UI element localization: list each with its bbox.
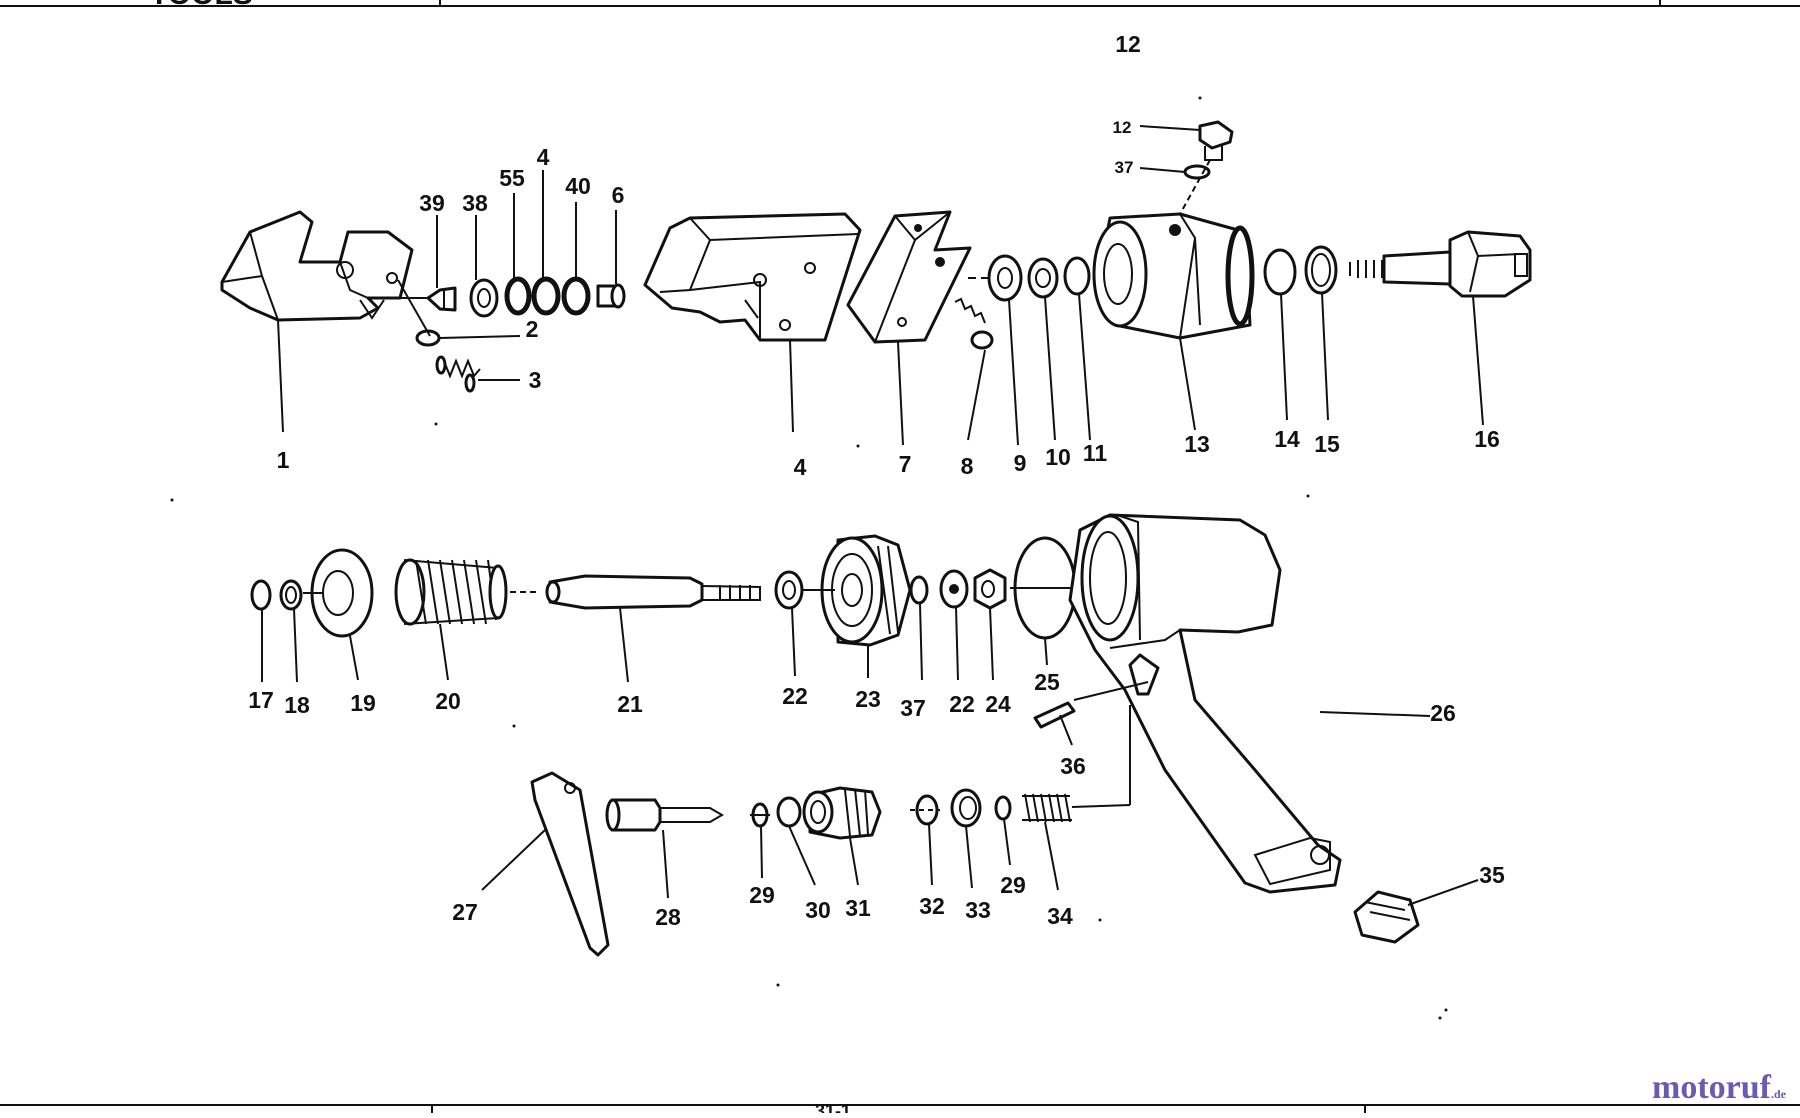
label-33: 33: [965, 897, 991, 923]
part-24-nut: [973, 568, 1007, 610]
label-25: 25: [1034, 669, 1060, 695]
part-6-plug: [596, 283, 626, 309]
part-17-oring: [250, 579, 272, 611]
scan-noise: [170, 96, 1448, 1020]
label-9: 9: [1014, 450, 1027, 476]
part-31-valve-seat: [802, 786, 882, 840]
label-39: 39: [419, 190, 445, 216]
label-37-top: 37: [1115, 158, 1134, 177]
label-24: 24: [985, 691, 1011, 717]
part-30-oring: [776, 796, 802, 828]
label-5: 4: [537, 144, 550, 170]
part-37-oring-mid: [909, 575, 929, 605]
part-23-piston: [820, 534, 912, 647]
part-21-piston-rod: [545, 574, 761, 610]
label-12-detail: 12: [1113, 118, 1132, 137]
watermark-logo: motoruf.de: [1652, 1069, 1786, 1107]
label-8: 8: [961, 453, 974, 479]
label-10: 10: [1045, 444, 1071, 470]
part-13-head: [1092, 212, 1255, 340]
part-11-oring: [1063, 256, 1091, 296]
label-11: 11: [1083, 440, 1108, 466]
part-8-screw: [954, 297, 994, 350]
label-28: 28: [655, 904, 681, 930]
part-7-bracket: [846, 210, 972, 344]
part-39-pin: [426, 286, 457, 312]
label-27: 27: [452, 899, 478, 925]
label-16: 16: [1474, 426, 1500, 452]
label-13: 13: [1184, 431, 1210, 457]
label-34: 34: [1047, 903, 1073, 929]
part-1-jaw: [220, 210, 414, 322]
label-1: 1: [277, 447, 290, 473]
part-14-oring: [1263, 248, 1297, 296]
part-27-lever: [530, 771, 610, 957]
part-34-spring: [1022, 793, 1072, 823]
part-20-spring: [394, 558, 508, 626]
part-22-washer-a: [774, 570, 804, 610]
label-18: 18: [284, 692, 310, 718]
part-33-cap: [950, 788, 982, 828]
part-4-frame: [643, 212, 862, 342]
watermark-text: motoruf: [1652, 1069, 1771, 1106]
label-29-b: 29: [1000, 872, 1026, 898]
label-22-b: 22: [949, 691, 975, 717]
part-12-fitting: [1198, 120, 1234, 161]
label-6: 6: [612, 182, 625, 208]
label-19: 19: [350, 690, 376, 716]
label-36: 35: [1479, 862, 1505, 888]
watermark-suffix: .de: [1771, 1087, 1786, 1101]
part-29-oring-b: [994, 795, 1012, 821]
part-55-seal: [504, 276, 532, 316]
part-16-bolt: [1349, 230, 1532, 298]
label-35: 36: [1060, 753, 1086, 779]
part-15-washer: [1304, 245, 1338, 295]
part-10-washer: [1027, 257, 1059, 299]
label-15: 15: [1314, 431, 1340, 457]
label-29-a: 29: [749, 882, 775, 908]
label-23: 23: [855, 686, 881, 712]
label-55: 55: [499, 165, 525, 191]
part-9-nut: [987, 254, 1023, 302]
label-14: 14: [1274, 426, 1300, 452]
header-brand-fragment: TOOLS: [150, 0, 253, 11]
part-5-seal: [531, 276, 561, 316]
label-4: 4: [794, 454, 807, 480]
part-18-washer: [279, 579, 303, 611]
part-38-bushing: [469, 278, 499, 318]
part-40-ring: [561, 276, 591, 316]
label-31: 31: [845, 895, 871, 921]
label-38: 38: [462, 190, 488, 216]
label-21: 21: [617, 691, 643, 717]
part-22-washer-b: [939, 569, 969, 609]
part-28-valve-stem: [605, 798, 724, 832]
label-30: 30: [805, 897, 831, 923]
label-20: 20: [435, 688, 461, 714]
page-number: 12: [1115, 31, 1141, 57]
part-26-housing: [1068, 513, 1342, 894]
label-2: 2: [526, 316, 539, 342]
label-22-a: 22: [782, 683, 808, 709]
label-17: 17: [248, 687, 274, 713]
label-3: 3: [529, 367, 542, 393]
part-3-spring: [435, 355, 481, 393]
part-35-pin: [1033, 701, 1076, 729]
label-37-mid: 37: [900, 695, 926, 721]
label-26: 26: [1430, 700, 1456, 726]
part-36-plug: [1353, 890, 1420, 944]
label-7: 7: [899, 451, 912, 477]
footer-fragment: 31-1: [815, 1101, 851, 1113]
label-40: 40: [565, 173, 591, 199]
label-32: 32: [919, 893, 945, 919]
